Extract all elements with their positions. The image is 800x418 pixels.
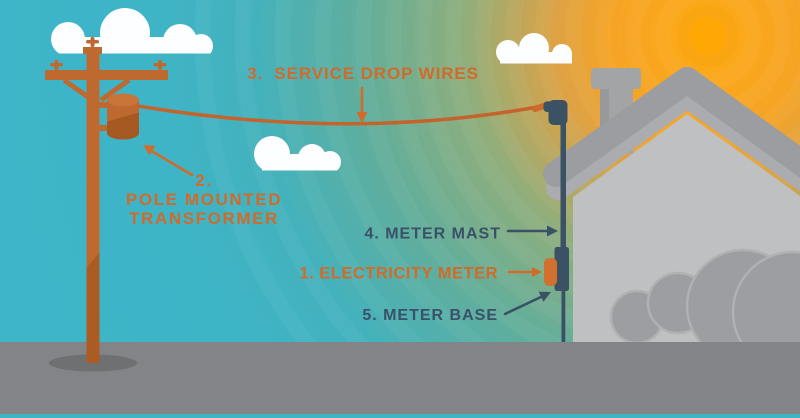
sun-icon bbox=[677, 5, 739, 67]
label-electricity-meter: 1. ELECTRICITY METER bbox=[299, 265, 498, 283]
label-meter-base: 5. METER BASE bbox=[362, 307, 498, 324]
footer-accent-strip bbox=[0, 414, 800, 418]
chimney-cap bbox=[591, 68, 641, 89]
transformer-body-shade bbox=[107, 112, 139, 140]
arrow-head bbox=[532, 267, 542, 277]
cloud-small-icon bbox=[496, 33, 572, 64]
cloud-middle-icon bbox=[254, 136, 341, 171]
arrow-head bbox=[356, 112, 368, 123]
insulator-icon bbox=[153, 60, 167, 70]
roof bbox=[543, 67, 800, 187]
pole-cap bbox=[83, 47, 102, 54]
label-line: 2. bbox=[195, 171, 212, 190]
transformer-bracket bbox=[96, 102, 108, 108]
label-line: POLE MOUNTED bbox=[126, 190, 282, 209]
meter-mast-pipe bbox=[560, 112, 566, 250]
insulator-icon bbox=[86, 37, 99, 47]
arrow-electricity-meter bbox=[507, 267, 542, 277]
cloud-base bbox=[60, 37, 200, 54]
arrow-line bbox=[503, 294, 545, 316]
arrow-service-drop-wires bbox=[356, 86, 368, 123]
meter-base-conduit bbox=[561, 290, 566, 342]
meter-mast-assembly bbox=[543, 100, 569, 342]
meter-base-box bbox=[554, 247, 569, 291]
pole-mounted-transformer bbox=[96, 93, 139, 140]
chimney-shaft-shade bbox=[600, 82, 609, 154]
arrow-head bbox=[547, 225, 558, 237]
electricity-meter-dial bbox=[544, 258, 557, 286]
crossarm bbox=[45, 70, 168, 80]
bush bbox=[609, 248, 800, 374]
label-line: TRANSFORMER bbox=[129, 209, 279, 228]
arrow-head bbox=[143, 145, 156, 156]
arrow-pole-mounted-transformer bbox=[143, 145, 194, 177]
arrow-line bbox=[148, 148, 194, 177]
crossarm-brace bbox=[99, 77, 131, 103]
insulator-arm bbox=[86, 40, 99, 44]
transformer-lid bbox=[107, 93, 139, 107]
arrow-meter-base bbox=[503, 291, 551, 316]
transformer-bracket bbox=[96, 125, 108, 131]
insulator-icon bbox=[50, 60, 63, 70]
sun-ring bbox=[235, 0, 458, 418]
service-drop-wire bbox=[137, 103, 549, 126]
cloud-base bbox=[500, 52, 572, 64]
label-pole-mounted-transformer: 2. POLE MOUNTED TRANSFORMER bbox=[126, 171, 282, 228]
arrow-head bbox=[538, 291, 551, 302]
sun-ring bbox=[315, 0, 800, 418]
sun-core bbox=[689, 17, 727, 55]
weatherhead-elbow bbox=[548, 100, 568, 125]
arrow-meter-mast bbox=[506, 225, 558, 237]
insulator-arm bbox=[50, 63, 63, 67]
label-meter-mast: 4. METER MAST bbox=[364, 226, 501, 243]
label-service-drop-wires: 3. SERVICE DROP WIRES bbox=[247, 64, 479, 83]
ground bbox=[0, 342, 800, 418]
cloud-base bbox=[262, 154, 336, 171]
sun-ring bbox=[275, 0, 541, 418]
pole-trunk-shade bbox=[86, 252, 100, 363]
insulator-arm bbox=[153, 63, 167, 67]
